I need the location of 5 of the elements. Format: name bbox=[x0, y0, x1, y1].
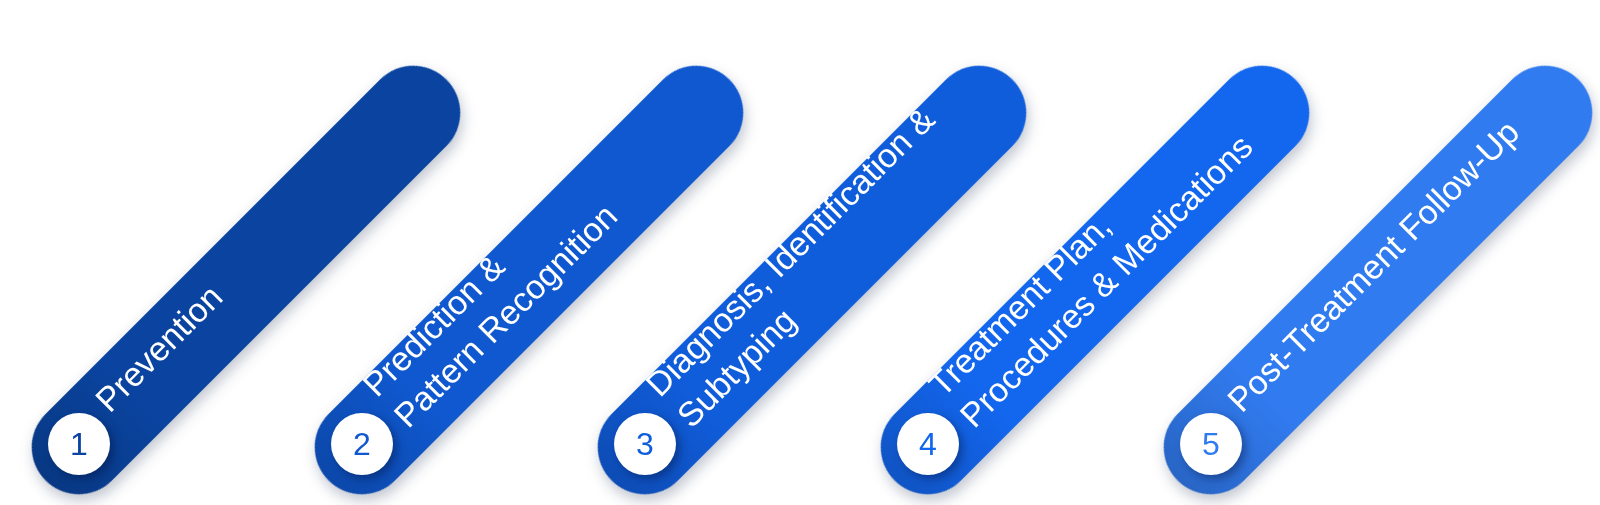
step-number: 2 bbox=[353, 428, 371, 460]
step-number: 3 bbox=[636, 428, 654, 460]
step-number: 5 bbox=[1202, 428, 1220, 460]
step-number: 1 bbox=[70, 428, 88, 460]
step-number: 4 bbox=[919, 428, 937, 460]
